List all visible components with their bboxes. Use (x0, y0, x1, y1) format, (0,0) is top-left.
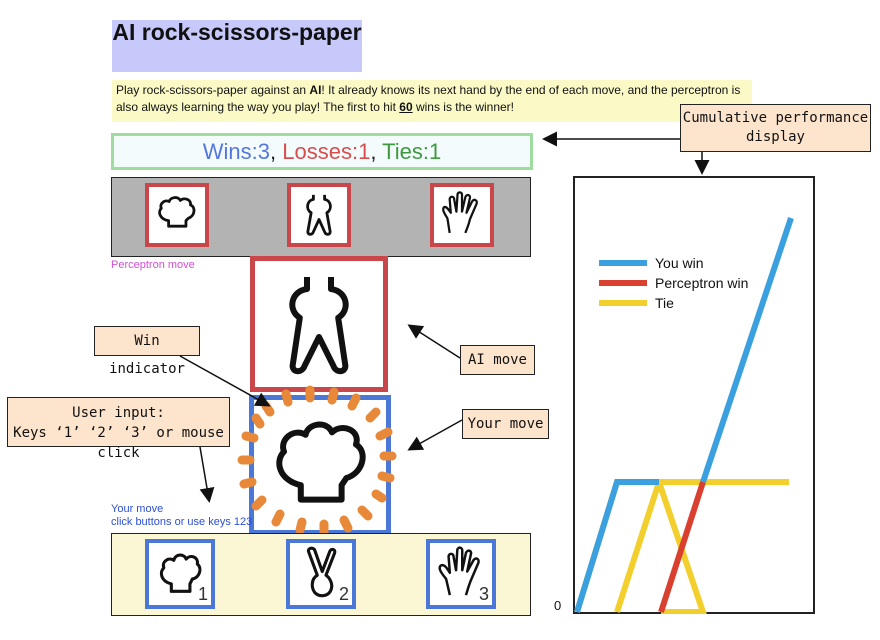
arrow-your-move (407, 419, 463, 451)
perceptron-paper (430, 183, 494, 247)
callout-user-input-line2: Keys ‘1’ ‘2’ ‘3’ or mouse click (13, 425, 224, 461)
scissors-icon (306, 546, 337, 598)
performance-chart (573, 176, 815, 614)
rock-icon (158, 196, 196, 228)
callout-performance: Cumulative performance display (680, 104, 871, 152)
callout-ai-move: AI move (460, 345, 535, 375)
desc-target: 60 (399, 100, 413, 114)
ties-count: 1 (429, 139, 442, 164)
chart-y-zero: 0 (554, 598, 562, 613)
desc-ai: AI (309, 83, 322, 97)
losses-label: Losses: (282, 139, 359, 164)
wins-label: Wins: (202, 139, 258, 164)
scissors-button[interactable]: 2 (286, 539, 356, 609)
ties-label: Ties: (382, 139, 430, 164)
rock-icon (159, 553, 202, 593)
game-description: Play rock-scissors-paper against an AI! … (112, 80, 752, 122)
your-move-label: Your move click buttons or use keys 123 (111, 503, 252, 529)
perceptron-rock (145, 183, 209, 247)
series-line-tie (614, 479, 789, 613)
rock-key: 1 (197, 584, 208, 604)
ai-move-display (250, 256, 388, 392)
wins-count: 3 (257, 139, 270, 164)
losses-count: 1 (358, 139, 371, 164)
perceptron-scissors (287, 183, 351, 247)
perceptron-move-bar (111, 177, 531, 257)
series-line-perceptron-win (658, 481, 706, 613)
score-display: Wins:3, Losses:1, Ties:1 (111, 133, 533, 170)
win-indicator (237, 385, 397, 537)
your-move-label-line2: click buttons or use keys 123 (111, 516, 253, 528)
scissors-icon (306, 194, 332, 236)
score-separator: , (370, 139, 377, 164)
scissors-icon (289, 277, 349, 375)
perceptron-move-label: Perceptron move (111, 259, 195, 271)
paper-icon (438, 546, 480, 596)
your-move-label-line1: Your move (111, 503, 164, 515)
callout-your-move: Your move (462, 409, 549, 439)
rock-icon (276, 421, 366, 503)
performance-chart-plot: You win Perceptron win Tie (574, 217, 794, 614)
arrow-ai-move (407, 324, 461, 359)
legend-you-win: You win (655, 255, 704, 271)
paper-key: 3 (478, 584, 489, 604)
callout-user-input: User input: Keys ‘1’ ‘2’ ‘3’ or mouse cl… (7, 397, 230, 461)
series-line-you-win-early (574, 479, 659, 613)
page-title: AI rock-scissors-paper (112, 20, 362, 72)
callout-win-indicator: Win indicator (94, 326, 200, 377)
rock-button[interactable]: 1 (145, 539, 215, 609)
desc-part3: wins is the winner! (412, 100, 514, 114)
series-line-you-win (700, 217, 794, 483)
desc-part1: Play rock-scissors-paper against an (116, 83, 310, 97)
legend-tie: Tie (655, 295, 674, 311)
user-input-bar: 1 2 3 (111, 533, 531, 616)
score-separator: , (269, 139, 277, 164)
paper-icon (442, 191, 478, 234)
callout-user-input-line1: User input: (72, 405, 165, 421)
scissors-key: 2 (338, 584, 349, 604)
chart-legend: You win Perceptron win Tie (599, 255, 748, 311)
paper-button[interactable]: 3 (426, 539, 496, 609)
legend-perceptron-win: Perceptron win (655, 275, 748, 291)
desc-part2: ! It already knows its next hand by the … (116, 83, 741, 114)
